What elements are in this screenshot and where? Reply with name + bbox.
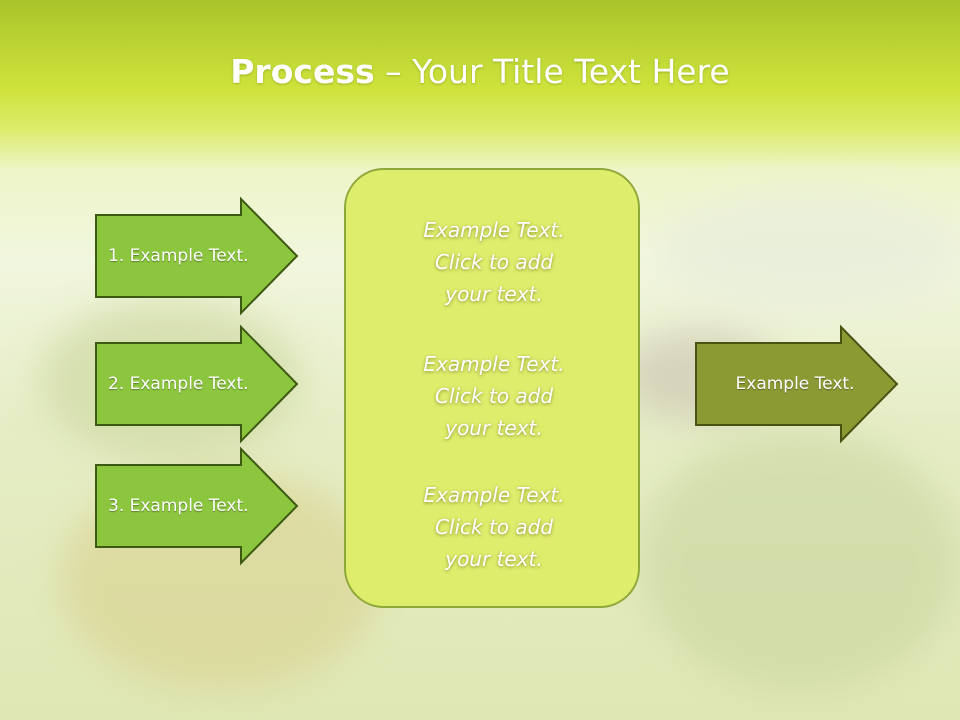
center-text-line: Click to add bbox=[434, 250, 554, 274]
result-arrow[interactable]: Example Text. bbox=[695, 324, 899, 444]
center-text-line: Example Text. bbox=[423, 218, 565, 242]
center-text-line: your text. bbox=[445, 547, 543, 571]
arrow-shape bbox=[95, 324, 299, 444]
center-text-block-3: Example Text. Click to add your text. bbox=[346, 479, 642, 575]
process-step-arrow-1[interactable]: 1. Example Text. bbox=[95, 196, 299, 316]
center-text-line: your text. bbox=[445, 416, 543, 440]
background-blur-shape bbox=[660, 190, 960, 310]
process-step-arrow-3[interactable]: 3. Example Text. bbox=[95, 446, 299, 566]
center-text-line: Click to add bbox=[434, 515, 554, 539]
process-step-arrow-2[interactable]: 2. Example Text. bbox=[95, 324, 299, 444]
center-text-line: Example Text. bbox=[423, 352, 565, 376]
arrow-shape bbox=[95, 196, 299, 316]
arrow-label: 1. Example Text. bbox=[108, 246, 249, 266]
center-text-line: your text. bbox=[445, 282, 543, 306]
center-text-block-1: Example Text. Click to add your text. bbox=[346, 214, 642, 310]
background-blur-shape bbox=[640, 430, 960, 690]
arrow-shape bbox=[695, 324, 899, 444]
center-text-line: Example Text. bbox=[423, 483, 565, 507]
title-rest: – Your Title Text Here bbox=[374, 52, 730, 91]
center-content-box[interactable]: Example Text. Click to add your text. Ex… bbox=[344, 168, 640, 608]
center-text-line: Click to add bbox=[434, 384, 554, 408]
arrow-label: 3. Example Text. bbox=[108, 496, 249, 516]
center-text-block-2: Example Text. Click to add your text. bbox=[346, 348, 642, 444]
arrow-label: Example Text. bbox=[735, 374, 855, 394]
arrow-label: 2. Example Text. bbox=[108, 374, 249, 394]
arrow-shape bbox=[95, 446, 299, 566]
slide-title[interactable]: Process – Your Title Text Here bbox=[0, 52, 960, 91]
title-bold: Process bbox=[230, 52, 375, 91]
